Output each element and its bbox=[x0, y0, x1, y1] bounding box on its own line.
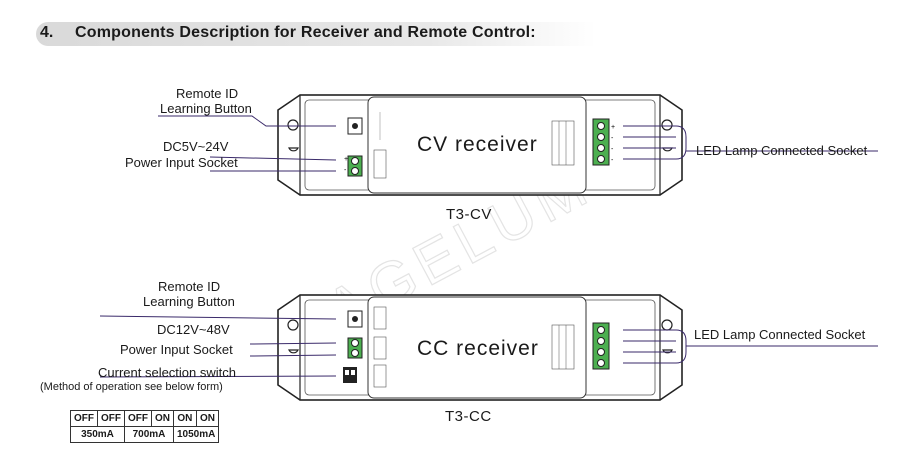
cv-receiver-device: + - + - - - CV receiver bbox=[277, 94, 683, 196]
table-row: 350mA 700mA 1050mA bbox=[70, 426, 220, 443]
table-cell: ON bbox=[195, 410, 220, 427]
table-cell: OFF bbox=[124, 410, 152, 427]
svg-text:-: - bbox=[344, 167, 347, 174]
cc-learning-label-1: Remote ID bbox=[158, 279, 221, 294]
cv-led-label: LED Lamp Connected Socket bbox=[696, 143, 868, 158]
current-selection-table: OFF OFF OFF ON ON ON 350mA 700mA 1050mA bbox=[70, 410, 220, 443]
table-cell: 700mA bbox=[124, 426, 174, 443]
cv-model-caption: T3-CV bbox=[446, 206, 492, 223]
svg-text:-: - bbox=[611, 146, 614, 153]
section-title: Components Description for Receiver and … bbox=[75, 24, 536, 41]
cc-power-label-2: Power Input Socket bbox=[120, 342, 233, 357]
cc-model-caption: T3-CC bbox=[445, 408, 492, 425]
title-bar bbox=[36, 22, 596, 46]
cv-power-label-1: DC5V~24V bbox=[163, 139, 229, 154]
cv-leader-lines bbox=[158, 115, 878, 172]
cc-device-text: CC receiver bbox=[417, 337, 539, 360]
svg-text:+: + bbox=[611, 124, 615, 131]
cc-leader-lines bbox=[99, 315, 878, 378]
cc-receiver-device: CC receiver bbox=[277, 294, 683, 401]
svg-text:+: + bbox=[344, 156, 348, 163]
cv-learning-label-1: Remote ID bbox=[176, 86, 239, 101]
table-cell: OFF bbox=[70, 410, 98, 427]
cc-power-label-1: DC12V~48V bbox=[157, 322, 230, 337]
cv-learning-label-2: Learning Button bbox=[160, 101, 252, 116]
cc-switch-label-2: (Method of operation see below form) bbox=[40, 381, 223, 393]
section-number: 4. bbox=[40, 24, 54, 41]
cc-switch-label-1: Current selection switch bbox=[98, 365, 236, 380]
cc-learning-label-2: Learning Button bbox=[143, 294, 235, 309]
table-cell: ON bbox=[173, 410, 197, 427]
cv-device-text: CV receiver bbox=[417, 133, 538, 156]
cv-power-label-2: Power Input Socket bbox=[125, 155, 238, 170]
table-cell: 1050mA bbox=[172, 426, 220, 443]
table-row: OFF OFF OFF ON ON ON bbox=[70, 410, 220, 427]
table-cell: 350mA bbox=[70, 426, 125, 443]
svg-text:-: - bbox=[611, 135, 614, 142]
svg-text:-: - bbox=[611, 157, 614, 164]
table-cell: OFF bbox=[97, 410, 125, 427]
cc-led-label: LED Lamp Connected Socket bbox=[694, 327, 866, 342]
table-cell: ON bbox=[151, 410, 174, 427]
